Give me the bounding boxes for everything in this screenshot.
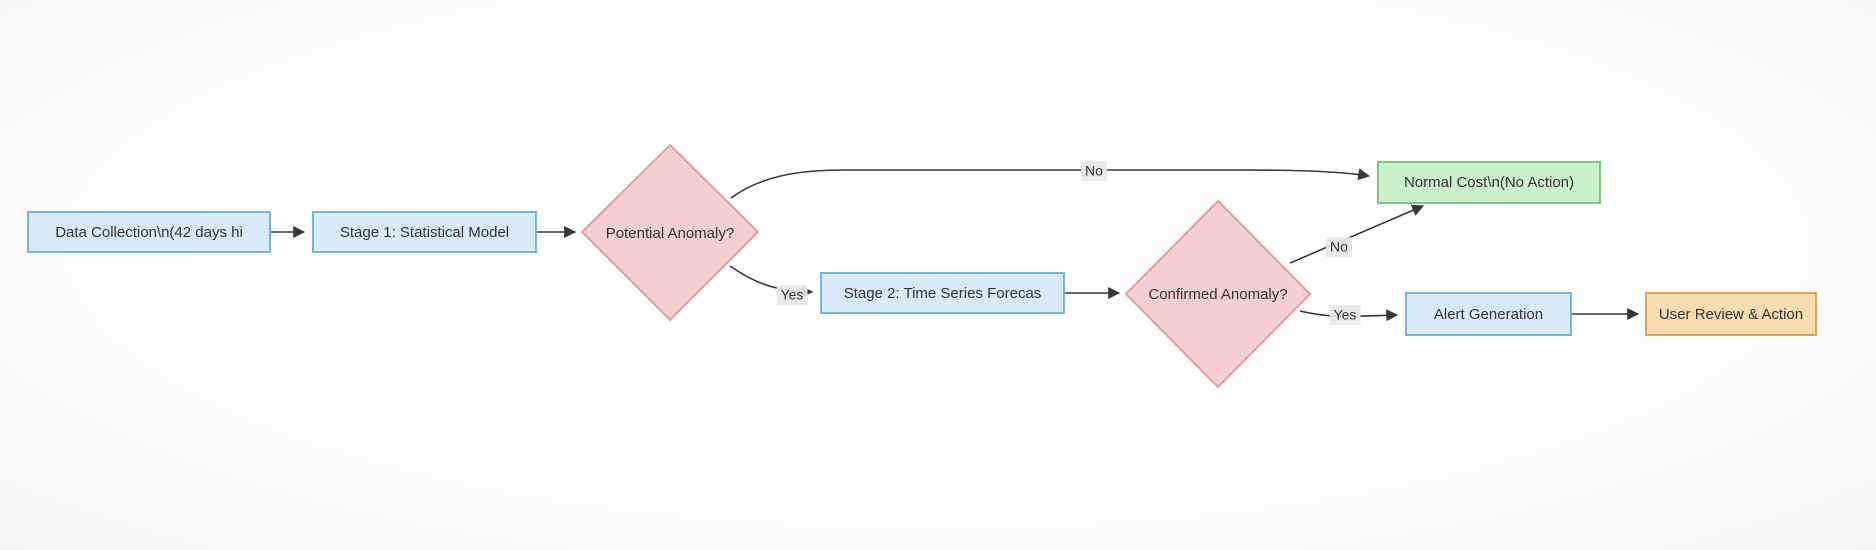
node-potential-anomaly: Potential Anomaly? [580, 143, 760, 322]
edge-potential-no-normalcost [730, 168, 1371, 199]
node-alert-generation: Alert Generation [1405, 292, 1572, 336]
confirmed-anomaly-label: Confirmed Anomaly? [1148, 286, 1287, 303]
potential-anomaly-shape [580, 143, 760, 322]
node-stage2: Stage 2: Time Series Forecas [820, 272, 1065, 314]
node-data-collection-label: Data Collection\n(42 days hi [55, 223, 243, 241]
edge-label-no-confirmed: No [1326, 237, 1352, 257]
edge-confirmed-no-normalcost [1289, 204, 1425, 264]
node-stage2-label: Stage 2: Time Series Forecas [843, 284, 1042, 302]
node-user-review: User Review & Action [1645, 292, 1817, 336]
confirmed-anomaly-shape [1124, 199, 1312, 389]
node-data-collection: Data Collection\n(42 days hi [27, 211, 271, 253]
edge-label-no-potential: No [1081, 161, 1107, 181]
node-user-review-label: User Review & Action [1658, 305, 1804, 323]
node-stage1: Stage 1: Statistical Model [312, 211, 537, 253]
node-confirmed-anomaly: Confirmed Anomaly? [1124, 199, 1312, 389]
node-normal-cost-label: Normal Cost\n(No Action) [1403, 174, 1575, 191]
edge-label-yes-confirmed: Yes [1329, 305, 1361, 325]
potential-anomaly-label: Potential Anomaly? [606, 225, 734, 242]
edge-label-yes-potential: Yes [776, 285, 808, 305]
node-stage1-label: Stage 1: Statistical Model [339, 223, 510, 241]
node-alert-generation-label: Alert Generation [1433, 305, 1544, 323]
node-normal-cost: Normal Cost\n(No Action) [1377, 161, 1601, 204]
